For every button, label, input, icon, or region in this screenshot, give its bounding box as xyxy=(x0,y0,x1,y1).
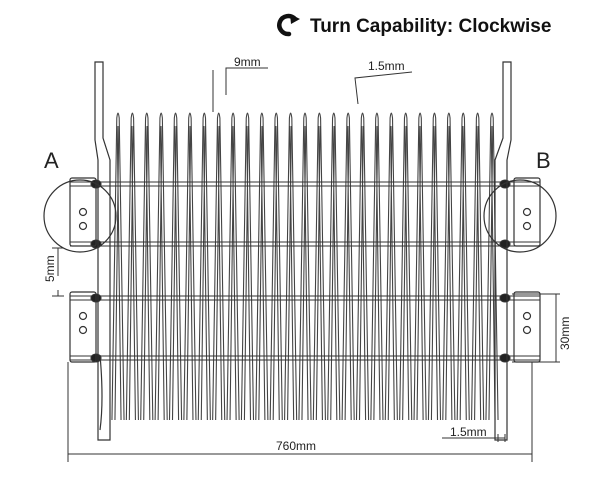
spiral-coil xyxy=(197,112,211,421)
spiral-coil xyxy=(456,112,470,421)
label-a: A xyxy=(44,148,59,173)
spiral-coil xyxy=(413,112,427,421)
spiral-coil-inner xyxy=(171,125,180,421)
label-b: B xyxy=(536,148,551,173)
spiral-coil-inner xyxy=(243,125,252,421)
dim-link-height: 30mm xyxy=(558,317,572,350)
spiral-coil-inner xyxy=(459,125,467,421)
spiral-coil-inner xyxy=(287,125,295,421)
spiral-coil xyxy=(442,112,456,421)
clockwise-turn-icon xyxy=(276,12,302,38)
spiral-coil xyxy=(427,112,442,421)
spiral-coil xyxy=(341,112,355,421)
spiral-coil xyxy=(125,112,139,421)
spiral-coil xyxy=(240,112,255,421)
spiral-coil-inner xyxy=(445,125,453,421)
spiral-coil xyxy=(284,112,298,421)
spiral-coil-inner xyxy=(358,125,367,421)
spiral-coil-inner xyxy=(387,125,395,421)
spiral-coil-inner xyxy=(157,125,165,421)
spiral-coil xyxy=(140,112,154,421)
spiral-coil xyxy=(226,112,240,421)
rod-end xyxy=(499,179,511,189)
spiral-coil-inner xyxy=(272,125,280,421)
dim-wire-diameter-top: 1.5mm xyxy=(368,59,405,73)
spiral-coil xyxy=(399,112,413,421)
spiral-coil xyxy=(370,112,384,421)
dim-overall-width: 760mm xyxy=(276,439,316,453)
rod-end xyxy=(499,353,511,363)
dim-spiral-pitch: 9mm xyxy=(234,55,261,69)
spiral-coil xyxy=(111,112,125,421)
dim-rod-offset: 5mm xyxy=(43,255,57,282)
spiral-coil xyxy=(168,112,183,421)
spiral-coil-inner xyxy=(114,125,122,421)
dimension-lines xyxy=(52,67,560,462)
spiral-coil-inner xyxy=(373,125,381,421)
spiral-coil-inner xyxy=(344,125,352,421)
spiral-coil xyxy=(154,112,168,421)
spiral-coil-inner xyxy=(229,125,237,421)
spiral-coil xyxy=(212,112,226,421)
dim-wire-diameter-bottom: 1.5mm xyxy=(450,425,487,439)
spiral-coil-inner xyxy=(128,125,136,421)
spiral-coil xyxy=(384,112,398,421)
turn-capability-title: Turn Capability: Clockwise xyxy=(310,16,552,37)
spiral-coil-inner xyxy=(301,125,309,421)
spiral-coils xyxy=(111,112,499,421)
spiral-coil-inner xyxy=(200,125,208,421)
spiral-coil-inner xyxy=(430,125,439,421)
detail-circle-a xyxy=(43,179,117,253)
detail-circle-b xyxy=(483,179,557,253)
spiral-coil-inner xyxy=(143,125,151,421)
right-edge-link xyxy=(494,61,541,441)
spiral-coil-inner xyxy=(330,125,338,421)
spiral-coil-inner xyxy=(402,125,410,421)
spiral-coil-inner xyxy=(215,125,223,421)
spiral-coil xyxy=(355,112,370,421)
spiral-coil xyxy=(327,112,341,421)
spiral-coil xyxy=(485,112,499,421)
spiral-coil xyxy=(298,112,312,421)
spiral-coil xyxy=(312,112,326,421)
spiral-coil xyxy=(255,112,269,421)
spiral-coil-inner xyxy=(416,125,424,421)
spiral-coil-inner xyxy=(186,125,194,421)
spiral-coil xyxy=(471,112,485,421)
spiral-coil-inner xyxy=(258,125,266,421)
spiral-coil-inner xyxy=(315,125,323,421)
spiral-coil-inner xyxy=(474,125,482,421)
rod-end xyxy=(499,293,511,303)
spiral-coil xyxy=(269,112,283,421)
left-edge-link xyxy=(69,61,111,441)
spiral-coil xyxy=(183,112,197,421)
